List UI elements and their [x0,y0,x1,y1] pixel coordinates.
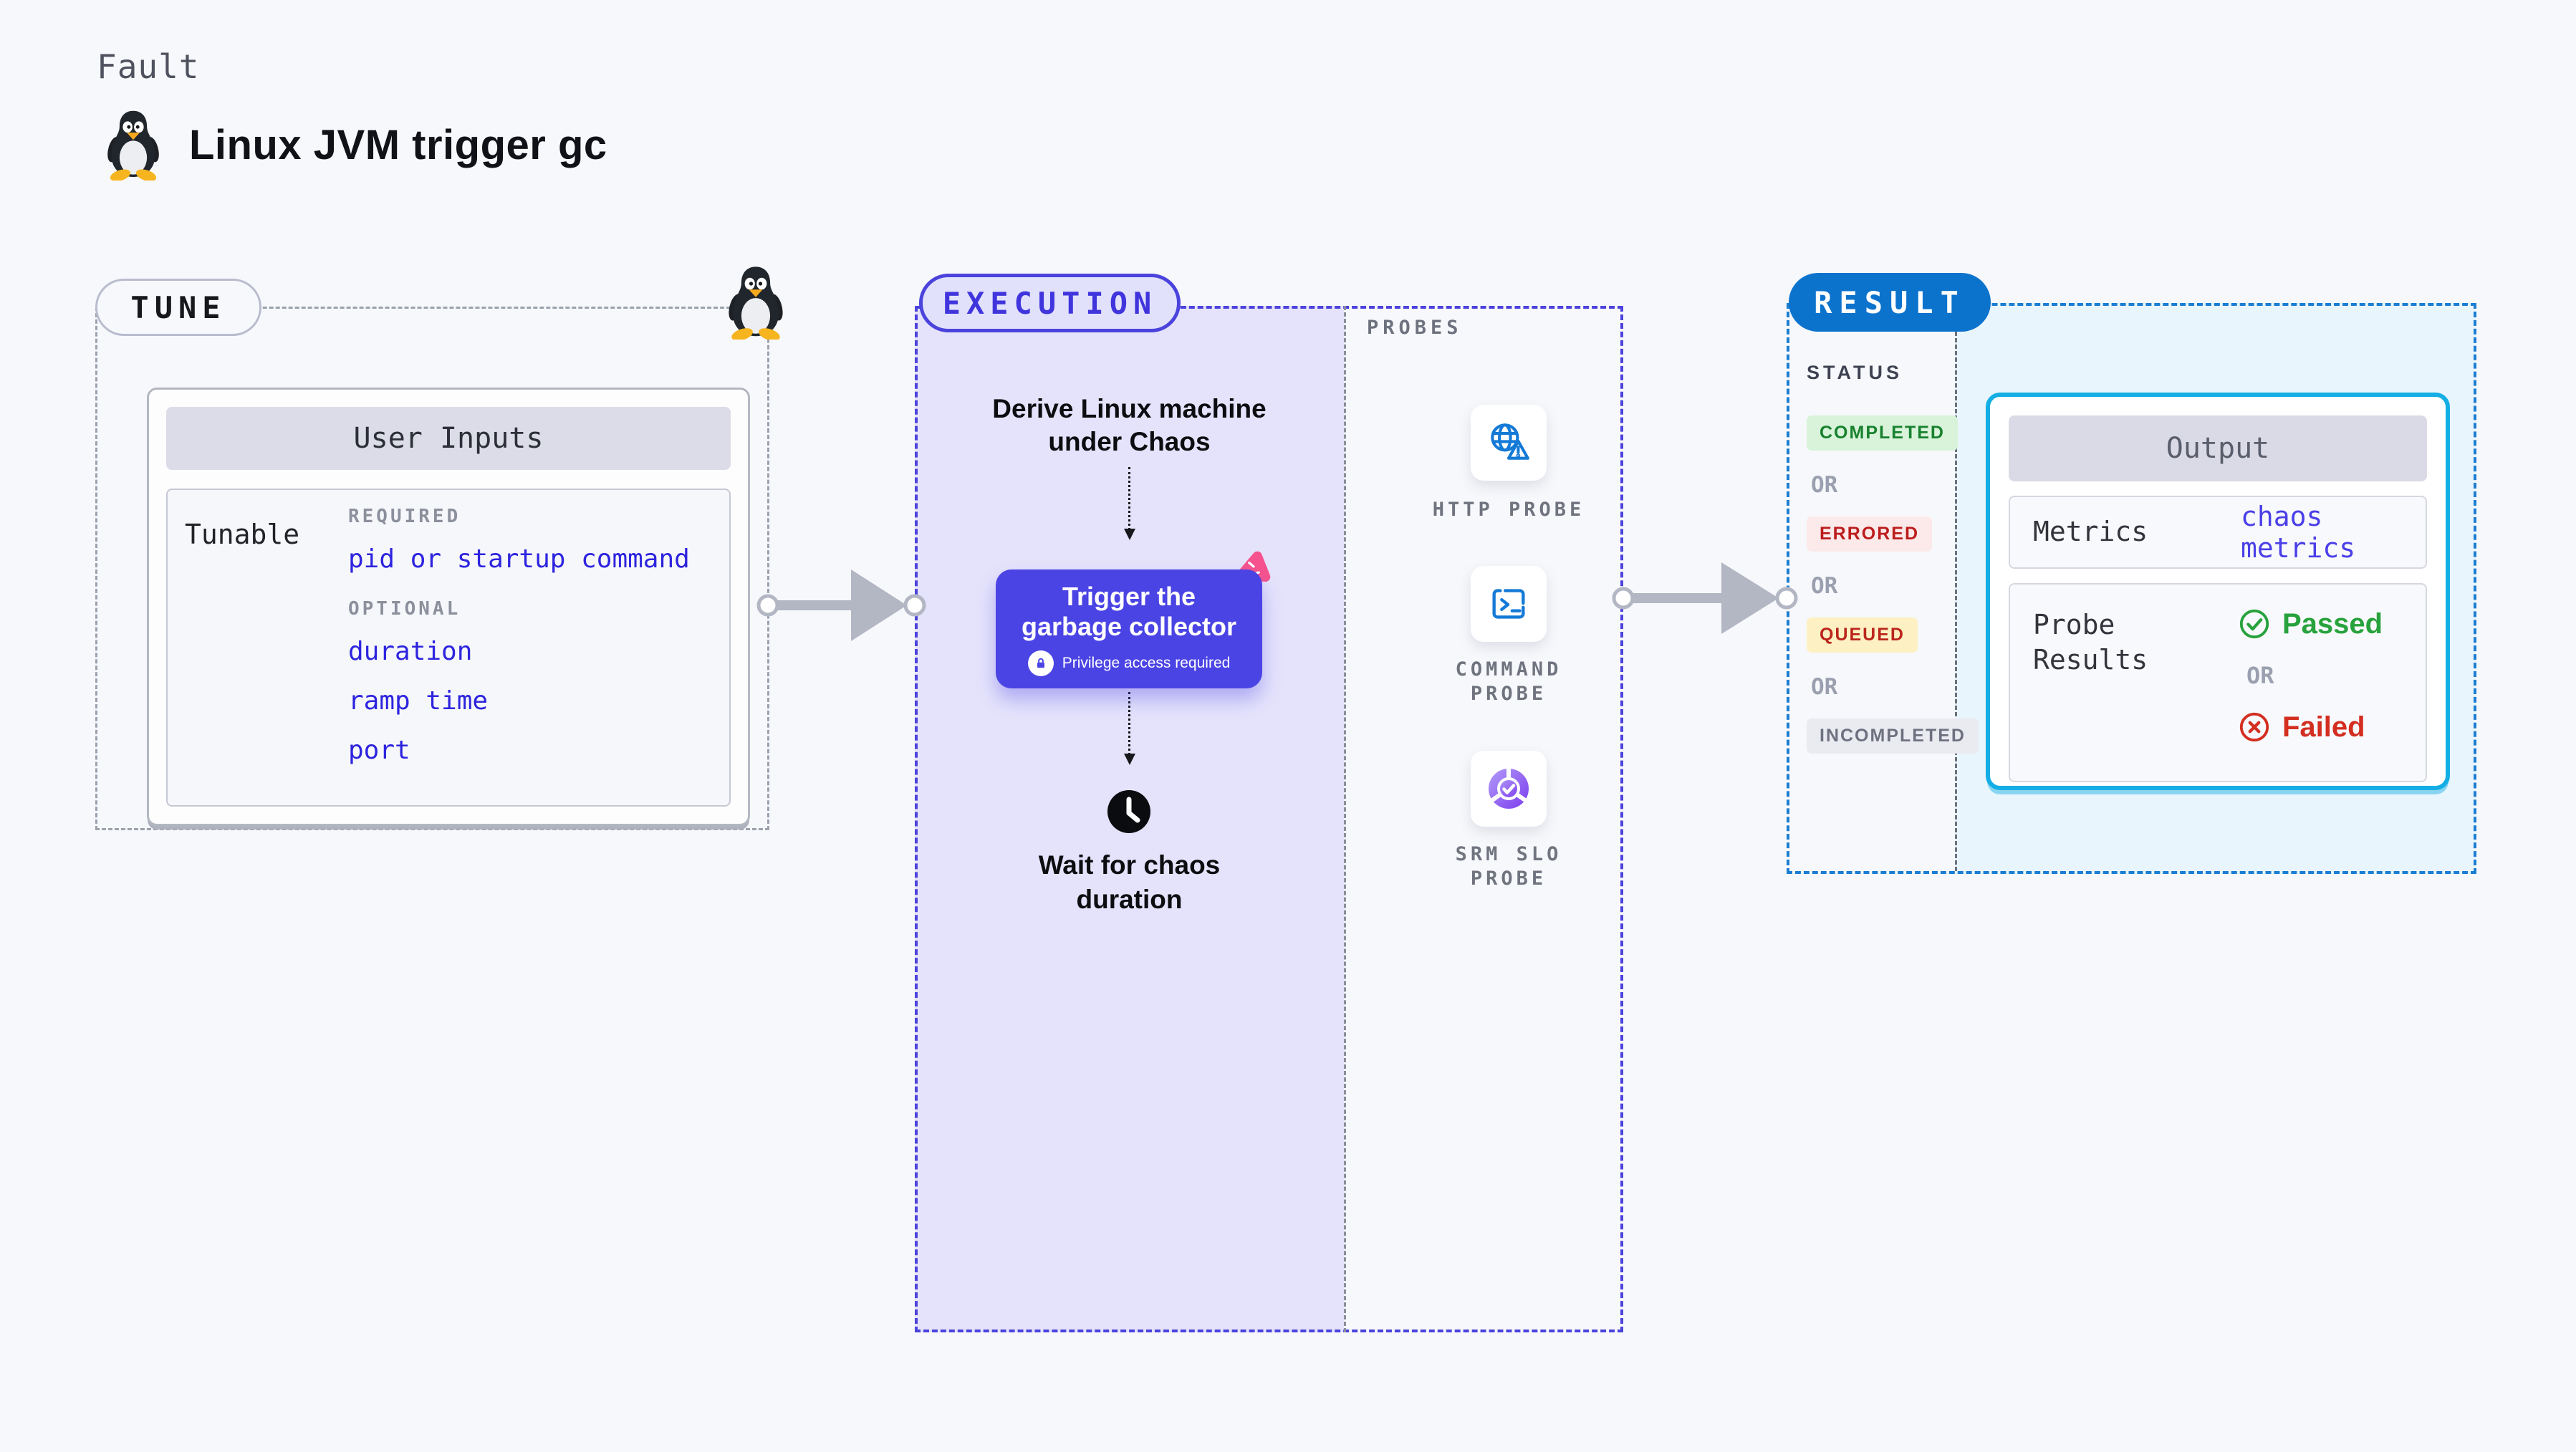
probe-results-label: Probe Results [2033,609,2148,676]
http-probe-label: HTTP PROBE [1432,499,1585,521]
output-title: Output [2009,415,2427,481]
passed-label: Passed [2282,607,2383,640]
result-divider [1955,306,1957,871]
derive-machine-step: Derive Linux machine under Chaos [992,394,1267,457]
flow-arrow-tune-to-execution [756,569,926,641]
command-probe-label: COMMAND PROBE [1455,658,1562,705]
clock-icon [1107,790,1150,833]
or-separator: OR [1811,674,1838,700]
or-separator: OR [1811,573,1838,599]
metrics-label: Metrics [2033,516,2148,548]
status-badge-incompleted: INCOMPLETED [1807,718,1979,754]
command-probe-card[interactable] [1471,566,1547,642]
srm-slo-probe-label: SRM SLO PROBE [1455,843,1562,890]
user-inputs-title: User Inputs [166,407,731,470]
flow-arrow-execution-to-result [1612,562,1798,634]
failed-label: Failed [2282,711,2365,743]
tune-section-box [95,307,769,830]
execution-section-badge: EXECUTION [919,274,1181,332]
or-separator: OR [1811,472,1838,498]
optional-label: OPTIONAL [348,598,461,620]
lock-icon [1027,650,1054,676]
metrics-value-link[interactable]: chaos metrics [2241,501,2356,564]
privilege-note: Privilege access required [1062,655,1231,671]
tunable-port[interactable]: port [348,736,410,765]
or-separator: OR [2246,662,2274,689]
user-inputs-table: Tunable REQUIRED pid or startup command … [166,489,731,807]
failed-row: Failed [2238,711,2365,744]
required-label: REQUIRED [348,506,461,527]
user-inputs-card: User Inputs Tunable REQUIRED pid or star… [147,388,750,826]
probe-results-row: Probe Results Passed OR Failed [2009,583,2427,782]
tunable-row-label: Tunable [185,519,300,550]
tunable-pid-or-startup-command[interactable]: pid or startup command [348,544,690,574]
globe-alert-icon [1491,423,1529,460]
trigger-gc-node[interactable]: Trigger the garbage collector Privilege … [996,569,1262,688]
step-connector-arrow [1124,692,1135,765]
trigger-gc-label: Trigger the garbage collector [1021,582,1237,641]
slo-donut-check-icon [1489,767,1529,809]
probes-label: PROBES [1367,317,1463,339]
page-header: Linux JVM trigger gc [107,109,607,181]
x-circle-icon [2239,712,2269,742]
passed-row: Passed [2238,607,2383,640]
status-label: STATUS [1807,362,1903,383]
tune-section-badge: TUNE [95,279,261,336]
privilege-note-row: Privilege access required [1027,650,1231,676]
result-section-badge: RESULT [1789,273,1991,332]
tunable-ramp-time[interactable]: ramp time [348,686,489,716]
page-title: Linux JVM trigger gc [189,121,607,168]
probes-divider [1344,306,1346,1332]
srm-slo-probe-card[interactable] [1471,751,1547,827]
check-circle-icon [2239,609,2269,639]
execution-section-box [915,306,1623,1332]
http-probe-card[interactable] [1471,405,1547,481]
output-panel: Output Metrics chaos metrics Probe Resul… [1986,393,2450,790]
step-connector-arrow [1124,467,1135,540]
terminal-icon [1492,589,1525,619]
fault-category-label: Fault [97,47,200,86]
tunable-duration[interactable]: duration [348,637,473,666]
linux-penguin-icon [107,110,159,181]
status-badge-completed: COMPLETED [1807,415,1958,451]
wait-duration-step: Wait for chaos duration [1038,850,1221,915]
status-column: STATUS COMPLETED OR ERRORED OR QUEUED OR… [1807,362,1979,754]
status-badge-errored: ERRORED [1807,516,1933,552]
status-badge-queued: QUEUED [1807,617,1918,653]
linux-penguin-icon [729,266,783,340]
metrics-row: Metrics chaos metrics [2009,496,2427,569]
